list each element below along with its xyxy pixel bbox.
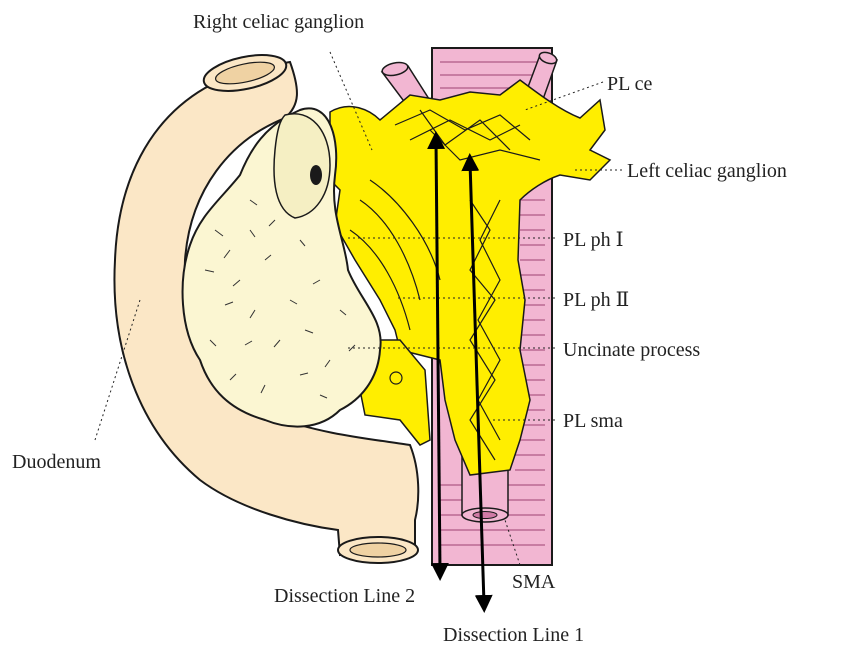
pl-ce-label: PL ce <box>607 74 652 94</box>
right-celiac-ganglion-label: Right celiac ganglion <box>193 12 364 32</box>
dissection-line-1-label: Dissection Line 1 <box>443 625 584 645</box>
duodenum-label: Duodenum <box>12 452 101 472</box>
left-celiac-ganglion-label: Left celiac ganglion <box>627 161 787 181</box>
pl-sma-label: PL sma <box>563 411 623 431</box>
pl-ph-1-label: PL ph Ⅰ <box>563 230 624 250</box>
sma-label: SMA <box>512 572 555 592</box>
uncinate-process-label: Uncinate process <box>563 340 700 360</box>
pl-ph-2-label: PL ph Ⅱ <box>563 290 629 310</box>
dissection-line-2-label: Dissection Line 2 <box>274 586 415 606</box>
